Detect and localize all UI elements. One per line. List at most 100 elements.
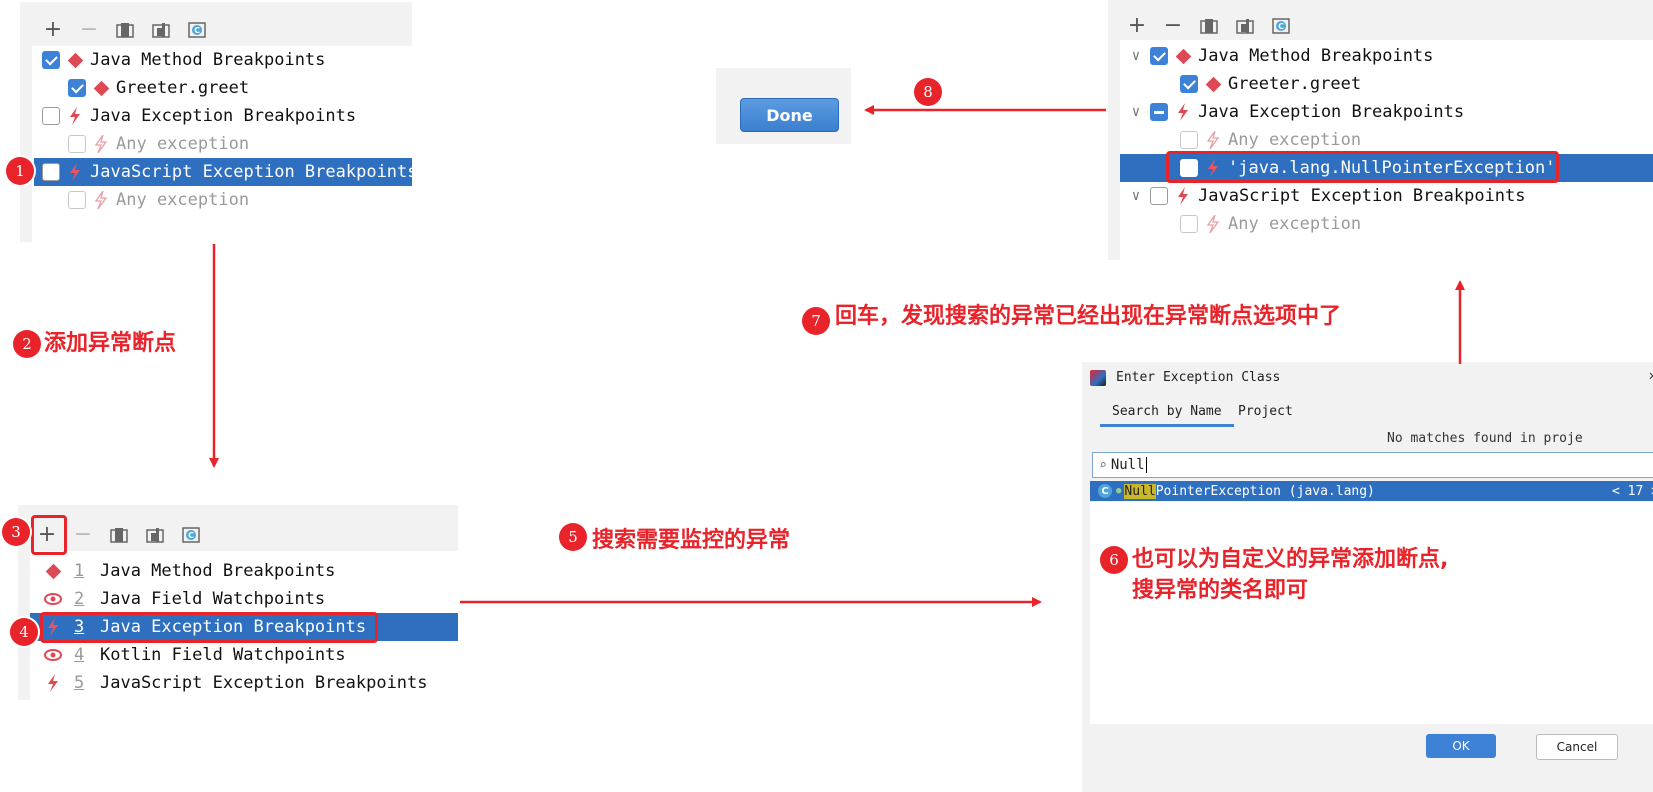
group-by-class-icon[interactable]: C: [1270, 15, 1292, 37]
tree-row[interactable]: Any exception: [68, 130, 408, 158]
menu-item[interactable]: 5 JavaScript Exception Breakpoints: [44, 669, 452, 697]
lightning-icon: [1204, 215, 1222, 233]
step-badge: 3: [2, 518, 30, 546]
add-icon[interactable]: +: [1127, 13, 1147, 38]
status-text: No matches found in proje: [1387, 431, 1583, 446]
tree-row-selected[interactable]: 'java.lang.NullPointerException': [1120, 154, 1653, 182]
exception-item-highlight: [40, 612, 378, 643]
tree-row[interactable]: ∨Java Method Breakpoints: [1126, 42, 1626, 70]
enter-exception-class-dialog: Enter Exception Class ✕ Search by Name P…: [1082, 362, 1653, 792]
checkbox[interactable]: [1150, 103, 1168, 121]
tree-row[interactable]: ∨Java Exception Breakpoints: [1126, 98, 1626, 126]
tree-row[interactable]: Java Method Breakpoints: [42, 46, 412, 74]
checkbox[interactable]: [68, 79, 86, 97]
tree-row[interactable]: Any exception: [1180, 126, 1620, 154]
diamond-icon: [44, 562, 62, 580]
checkbox[interactable]: [1180, 215, 1198, 233]
chevron-down-icon[interactable]: ∨: [1131, 188, 1141, 204]
annotation-note: 回车，发现搜索的异常已经出现在异常断点选项中了: [835, 304, 1342, 329]
step-badge: 6: [1100, 546, 1128, 574]
menu-item-label: Kotlin Field Watchpoints: [100, 645, 346, 665]
step-badge: 1: [6, 157, 34, 185]
tree-row[interactable]: ∨ JavaScript Exception Breakpoints: [1126, 182, 1626, 210]
tree-row[interactable]: Any exception: [1180, 210, 1620, 238]
menu-item[interactable]: 2 Java Field Watchpoints: [44, 585, 444, 613]
lightning-icon: [92, 191, 110, 209]
group-by-package-icon[interactable]: [114, 19, 136, 41]
close-icon[interactable]: ✕: [1648, 368, 1653, 384]
breakpoints-panel-top-right: + − C: [1108, 0, 1653, 260]
step-badge: 5: [559, 523, 587, 551]
remove-icon[interactable]: −: [73, 522, 93, 547]
checkbox[interactable]: [68, 191, 86, 209]
tree-row[interactable]: Any exception: [68, 186, 408, 214]
lightning-icon: [44, 618, 62, 636]
row-label: JavaScript Exception Breakpoints: [1198, 186, 1526, 206]
checkbox[interactable]: [1180, 131, 1198, 149]
checkbox[interactable]: [42, 163, 60, 181]
ok-button[interactable]: OK: [1426, 734, 1496, 758]
menu-item-label: Java Field Watchpoints: [100, 589, 326, 609]
search-input[interactable]: Null: [1110, 457, 1145, 473]
row-label: Greeter.greet: [1228, 74, 1362, 94]
app-icon: [1090, 370, 1106, 386]
lightning-icon: [92, 135, 110, 153]
cancel-button[interactable]: Cancel: [1536, 734, 1618, 760]
row-label: Any exception: [116, 134, 250, 154]
search-field[interactable]: ⌕ Null: [1092, 452, 1653, 478]
tree-row[interactable]: Greeter.greet: [1180, 70, 1620, 98]
menu-item-number: 5: [74, 673, 85, 693]
chevron-down-icon[interactable]: ∨: [1131, 104, 1141, 120]
tree-row[interactable]: Java Exception Breakpoints: [42, 102, 408, 130]
tree-row-selected[interactable]: JavaScript Exception Breakpoints: [34, 158, 412, 186]
tab-search-by-name[interactable]: Search by Name: [1100, 398, 1234, 427]
add-icon[interactable]: +: [37, 522, 57, 547]
lightning-icon: [1174, 103, 1192, 121]
checkbox[interactable]: [42, 107, 60, 125]
annotation-note: 搜异常的类名即可: [1132, 578, 1309, 603]
menu-item-label: JavaScript Exception Breakpoints: [100, 673, 428, 693]
annotation-note: 添加异常断点: [44, 331, 177, 356]
chevron-down-icon[interactable]: ∨: [1131, 48, 1141, 64]
row-label: Any exception: [1228, 214, 1362, 234]
group-by-package-icon[interactable]: [1198, 15, 1220, 37]
checkbox[interactable]: [1180, 159, 1198, 177]
annotation-note: 也可以为自定义的异常添加断点,: [1132, 547, 1449, 572]
tab-project[interactable]: Project: [1238, 403, 1293, 419]
group-by-file-icon[interactable]: [1234, 15, 1256, 37]
checkbox[interactable]: [68, 135, 86, 153]
step-badge: 7: [802, 307, 830, 335]
group-by-class-icon[interactable]: C: [186, 19, 208, 41]
diamond-icon: [1174, 47, 1192, 65]
lightning-icon: [1204, 159, 1222, 177]
result-text: PointerException (java.lang): [1155, 483, 1375, 499]
checkbox[interactable]: [42, 51, 60, 69]
diamond-icon: [92, 79, 110, 97]
remove-icon[interactable]: −: [1163, 13, 1183, 38]
checkbox[interactable]: [1180, 75, 1198, 93]
new-breakpoint-highlight: [1166, 151, 1559, 183]
done-button[interactable]: Done: [740, 98, 839, 132]
checkbox[interactable]: [1150, 47, 1168, 65]
tree-row[interactable]: Greeter.greet: [68, 74, 408, 102]
row-label: Greeter.greet: [116, 78, 250, 98]
lightning-icon: [1174, 187, 1192, 205]
remove-icon[interactable]: −: [79, 17, 99, 42]
checkbox[interactable]: [1150, 187, 1168, 205]
menu-item-number: 2: [74, 589, 85, 609]
group-by-class-icon[interactable]: C: [180, 524, 202, 546]
group-by-file-icon[interactable]: [150, 19, 172, 41]
group-by-package-icon[interactable]: [108, 524, 130, 546]
breakpoints-toolbar: + − C: [36, 519, 216, 551]
eye-icon: [44, 590, 62, 608]
add-icon[interactable]: +: [43, 17, 63, 42]
group-by-file-icon[interactable]: [144, 524, 166, 546]
result-highlight: Null: [1124, 483, 1156, 499]
svg-text:C: C: [1278, 22, 1284, 31]
menu-item-label: Java Method Breakpoints: [100, 561, 336, 581]
result-nav[interactable]: < 17 >: [1612, 483, 1653, 499]
